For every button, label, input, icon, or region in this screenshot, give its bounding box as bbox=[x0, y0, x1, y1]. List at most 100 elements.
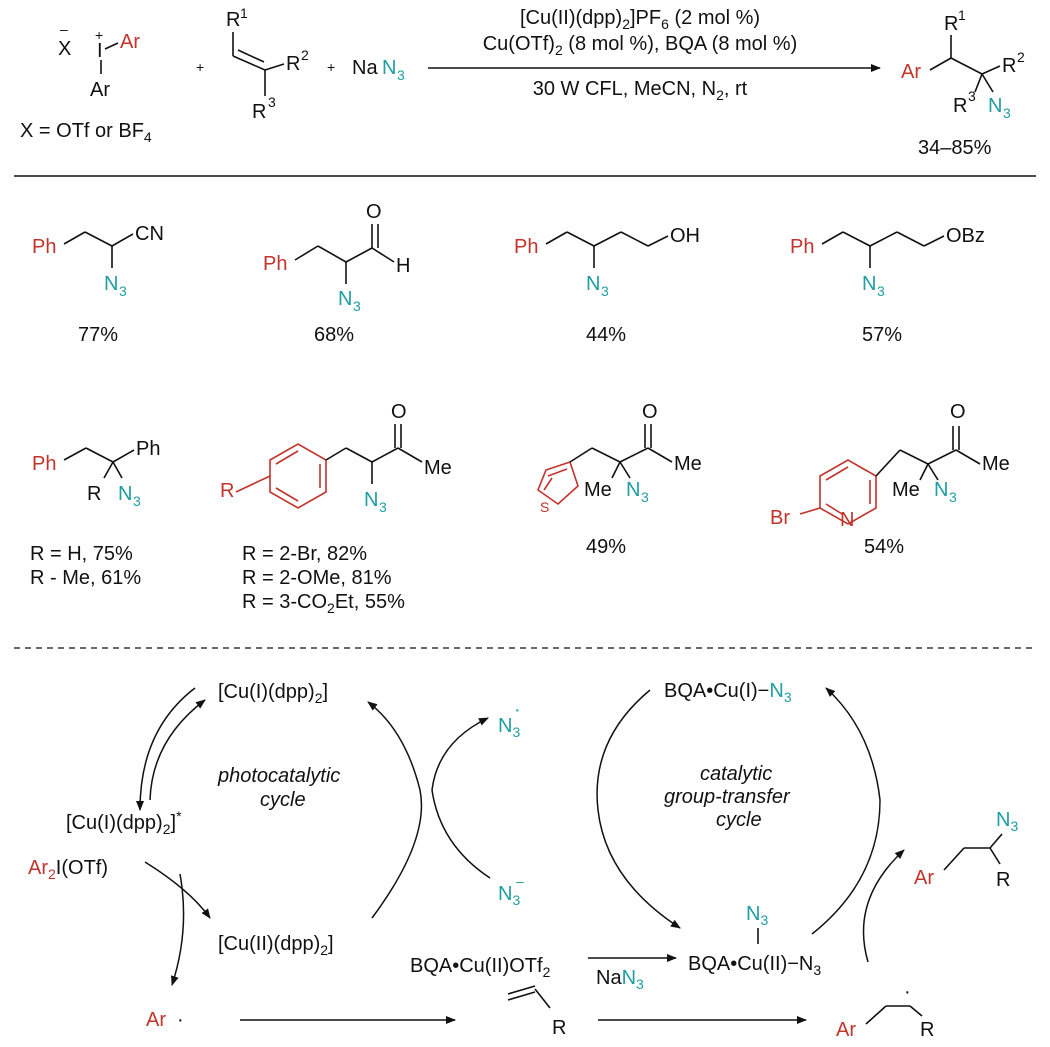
i-ar-bond bbox=[104, 42, 119, 50]
prod-r1-sup: 1 bbox=[958, 7, 966, 23]
aryl-top: Ar bbox=[120, 31, 140, 53]
prod-ar: Ar bbox=[901, 61, 921, 83]
ex5-b5 bbox=[112, 461, 123, 479]
photocatalytic-cycle-label: cycle bbox=[260, 789, 306, 811]
alkene-r: R bbox=[552, 1017, 566, 1039]
bqa-cu1-n3: BQA•Cu(I)−N3 bbox=[664, 680, 792, 705]
ex7-yield: 49% bbox=[586, 536, 626, 558]
ex4-b1 bbox=[821, 231, 844, 245]
ex3-b4 bbox=[620, 231, 649, 247]
alk-db1 bbox=[507, 985, 536, 995]
ex6-b4 bbox=[397, 447, 423, 463]
aryl-bottom: Ar bbox=[90, 79, 110, 101]
product-n3: N3 bbox=[996, 809, 1018, 834]
ar-b1 bbox=[865, 1005, 887, 1025]
ex1-cn: CN bbox=[135, 223, 164, 245]
pp-b4 bbox=[989, 847, 1001, 865]
ex1-b1 bbox=[63, 231, 86, 245]
ex5-ph2: Ph bbox=[136, 438, 160, 460]
ex8-yield: 54% bbox=[864, 536, 904, 558]
condition-1: [Cu(II)(dpp)2]PF6 (2 mol %) bbox=[520, 7, 760, 32]
bond-b bbox=[232, 55, 266, 71]
bqa-cu2-azide: BQA•Cu(II)−N3 bbox=[688, 953, 821, 978]
ligand-exchange-reagent: NaN3 bbox=[596, 967, 644, 992]
ex7-s: S bbox=[540, 499, 549, 515]
alk-b bbox=[534, 988, 551, 1009]
ex7-b3 bbox=[619, 447, 649, 463]
ex2-yield: 68% bbox=[314, 324, 354, 346]
azide-radical-dot: · bbox=[514, 699, 521, 721]
ex6-db3 bbox=[275, 487, 299, 502]
ex8-b6 bbox=[927, 463, 939, 481]
example-3: Ph OH N 3 44% bbox=[514, 225, 700, 346]
ex4-b3 bbox=[869, 231, 898, 247]
ex5-yield-a: R = H, 75% bbox=[30, 543, 133, 565]
ex3-b1 bbox=[545, 231, 568, 245]
ex5-b1 bbox=[63, 447, 87, 461]
mechanism: [Cu(I)(dpp)2] photocatalytic cycle [Cu(I… bbox=[28, 680, 1018, 1041]
cu2-complex: [Cu(II)(dpp)2] bbox=[218, 933, 334, 958]
aryl-radical-dot: · bbox=[177, 1009, 184, 1031]
ex2-b3 bbox=[345, 247, 373, 263]
ex7-db1 bbox=[547, 468, 568, 477]
prod-r3: R bbox=[953, 95, 967, 117]
ex4-ph: Ph bbox=[790, 236, 814, 258]
iodonium-reagent: Ar2I(OTf) bbox=[28, 857, 108, 882]
example-7: S O Me Me N 3 49% bbox=[537, 401, 702, 558]
ex1-ph: Ph bbox=[32, 236, 56, 258]
ex6-rbond bbox=[235, 475, 271, 493]
alkene-r3-sup: 3 bbox=[268, 94, 276, 110]
ex6-db1 bbox=[275, 450, 299, 465]
ex4-obz: OBz bbox=[946, 225, 985, 247]
ex5-b3 bbox=[112, 449, 135, 463]
example-5: Ph Ph R N 3 R = H, 75% R - Me, 61% bbox=[30, 438, 160, 589]
alkene-substrate: 1 R R 2 R 3 bbox=[226, 5, 309, 123]
ex8-b3 bbox=[927, 449, 957, 465]
general-product: R 1 Ar R 2 R 3 N 3 34–85% bbox=[901, 7, 1025, 159]
ex1-yield: 77% bbox=[78, 324, 118, 346]
na-label: Na bbox=[352, 57, 378, 79]
ex8-me2: Me bbox=[892, 479, 920, 501]
ex5-b4 bbox=[103, 461, 114, 479]
oxidation-arrow bbox=[144, 861, 211, 919]
product-ar: Ar bbox=[914, 867, 934, 889]
ex8-b5 bbox=[919, 463, 929, 481]
ex6-yield-c: R = 3-CO2Et, 55% bbox=[242, 591, 405, 616]
alkyl-radical-r: R bbox=[920, 1019, 934, 1041]
ex3-yield: 44% bbox=[586, 324, 626, 346]
prod-r1: R bbox=[944, 13, 958, 35]
photocatalytic-label: photocatalytic bbox=[217, 765, 340, 787]
ex8-o: O bbox=[950, 401, 966, 423]
azide-product: N3 Ar R bbox=[914, 809, 1018, 891]
ex6-r: R bbox=[220, 480, 234, 502]
ex7-db2 bbox=[543, 477, 553, 491]
pbond-4 bbox=[981, 65, 1001, 75]
ex2-b1 bbox=[294, 245, 319, 261]
pbond-5 bbox=[974, 73, 983, 93]
group-transfer-label-2: group-transfer bbox=[664, 786, 791, 808]
cu1-excited: [Cu(I)(dpp)2]* bbox=[66, 808, 182, 837]
ex6-b2 bbox=[345, 447, 373, 463]
ar-b3 bbox=[909, 1005, 923, 1017]
alkyl-radical: Ar · R bbox=[836, 981, 934, 1041]
ex6-o: O bbox=[391, 401, 407, 423]
prod-r2-sup: 2 bbox=[1017, 49, 1025, 65]
ex2-h: H bbox=[396, 255, 410, 277]
anion-x: X bbox=[58, 38, 71, 60]
aryl-radical: Ar bbox=[146, 1009, 166, 1031]
ex8-b2 bbox=[899, 449, 929, 465]
alk-db2 bbox=[507, 991, 536, 1001]
ex4-b5 bbox=[923, 235, 945, 247]
ex6-b1 bbox=[325, 447, 347, 461]
ex8-n3-sub: 3 bbox=[949, 489, 957, 505]
ex3-b3 bbox=[593, 231, 622, 247]
alkene-r2-sup: 2 bbox=[301, 47, 309, 63]
ex4-b4 bbox=[896, 231, 925, 247]
azide-anion-charge: – bbox=[516, 873, 524, 889]
ex6-ring bbox=[269, 443, 327, 509]
general-scheme: X – I + Ar Ar X = OTf or BF4 + 1 R R 2 R… bbox=[20, 5, 1025, 159]
yield-range: 34–85% bbox=[918, 137, 992, 159]
group-transfer-label-3: cycle bbox=[716, 809, 762, 831]
ex8-brbond bbox=[799, 507, 821, 515]
ex7-b2 bbox=[591, 447, 621, 463]
